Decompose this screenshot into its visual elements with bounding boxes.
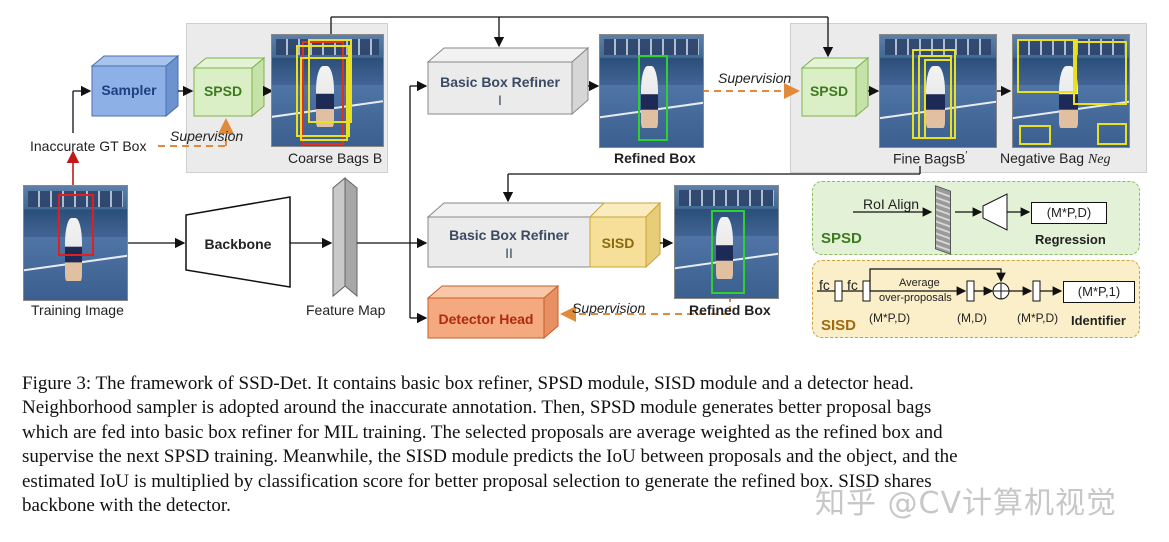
refined-box-bottom-label: Refined Box <box>689 302 771 318</box>
fine-bags-label: Fine BagsB′ <box>893 150 967 167</box>
sampler-label: Sampler <box>101 82 157 98</box>
sampler-box <box>90 54 180 118</box>
caption-line-1: Figure 3: The framework of SSD-Det. It c… <box>22 373 914 394</box>
backbone-label: Backbone <box>204 236 272 252</box>
training-image <box>23 185 128 301</box>
spsd-top-label: SPSD <box>203 83 243 99</box>
average-label: Average <box>899 277 940 289</box>
over-proposals-label: over-proposals <box>879 292 952 304</box>
refiner-1-label: Basic Box Refiner <box>440 74 560 90</box>
refiner-1-box <box>426 46 590 116</box>
refined-box-top-label: Refined Box <box>614 150 696 166</box>
refined-box-bottom-image <box>674 185 779 299</box>
fine-bags-image <box>879 34 997 148</box>
backbone-shape <box>185 196 291 288</box>
figure-caption: Figure 3: The framework of SSD-Det. It c… <box>22 372 1146 518</box>
inaccurate-gt-label: Inaccurate GT Box <box>30 138 147 154</box>
supervision-label-2: Supervision <box>718 70 792 86</box>
caption-line-4: supervise the next SPSD training. Meanwh… <box>22 446 958 468</box>
dim-label-2: (M,D) <box>957 311 987 325</box>
framework-diagram: Sampler SPSD SPSD Basic Box Refiner I Ba… <box>23 16 1147 340</box>
sisd-panel-lines <box>817 268 1063 302</box>
supervision-label-3: Supervision <box>572 300 646 316</box>
spsd-top-box <box>192 56 266 118</box>
sisd-panel-title: SISD <box>821 317 857 334</box>
refiner-2-numeral: II <box>505 245 513 261</box>
spsd-panel-lines <box>853 193 1031 231</box>
feature-map-shape <box>332 176 358 298</box>
negative-bag-text: Negative Bag <box>1000 150 1085 166</box>
coarse-bags-label: Coarse Bags B <box>288 150 383 166</box>
feature-map-label: Feature Map <box>306 302 386 318</box>
negative-bag-image <box>1012 34 1130 148</box>
sisd-block-label: SISD <box>601 235 635 251</box>
supervision-label-1: Supervision <box>170 128 244 144</box>
spsd-panel: RoI Align SPSD (M*P,D) Regression <box>812 181 1140 255</box>
sisd-output-shape: (M*P,1) <box>1063 281 1135 303</box>
spsd-panel-title: SPSD <box>821 230 862 247</box>
caption-line-3: which are fed into basic box refiner for… <box>22 421 943 443</box>
fine-bags-prime: ′ <box>965 150 968 161</box>
diagram-arrows <box>66 16 1012 340</box>
sisd-fc1-label: fc <box>819 277 830 293</box>
caption-line-6: backbone with the detector. <box>22 495 231 517</box>
spsd-right-box <box>800 56 870 118</box>
negative-bag-label: Negative Bag Neg <box>1000 150 1111 168</box>
sisd-panel: fc fc SISD Average over-proposals (M*P,D… <box>812 260 1140 338</box>
training-image-label: Training Image <box>31 302 124 318</box>
sisd-fc2-label: fc <box>847 277 858 293</box>
coarse-bags-image <box>271 34 384 147</box>
dim-label-3: (M*P,D) <box>1017 311 1059 325</box>
caption-line-2: Neighborhood sampler is adopted around t… <box>22 397 932 419</box>
detector-head-box <box>426 284 560 340</box>
caption-line-5: estimated IoU is multiplied by classific… <box>22 470 932 492</box>
fine-bags-text: Fine BagsB <box>893 150 966 167</box>
refiner-2-box <box>426 202 608 268</box>
watermark: 知乎 @CV计算机视觉 <box>815 486 1118 521</box>
dim-label-1: (M*P,D) <box>869 311 911 325</box>
identifier-label: Identifier <box>1071 313 1126 328</box>
refiner-2-label: Basic Box Refiner <box>449 227 569 243</box>
regression-label: Regression <box>1035 232 1106 247</box>
sisd-block-box <box>588 201 662 269</box>
neg-symbol: Neg <box>1087 152 1111 167</box>
refined-box-top-image <box>599 34 704 148</box>
detector-head-label: Detector Head <box>438 311 534 327</box>
spsd-panel-shape: (M*P,D) <box>1031 202 1107 224</box>
spsd-right-label: SPSD <box>809 83 849 99</box>
refiner-1-numeral: I <box>498 92 502 108</box>
roi-align-label: RoI Align <box>863 196 920 212</box>
